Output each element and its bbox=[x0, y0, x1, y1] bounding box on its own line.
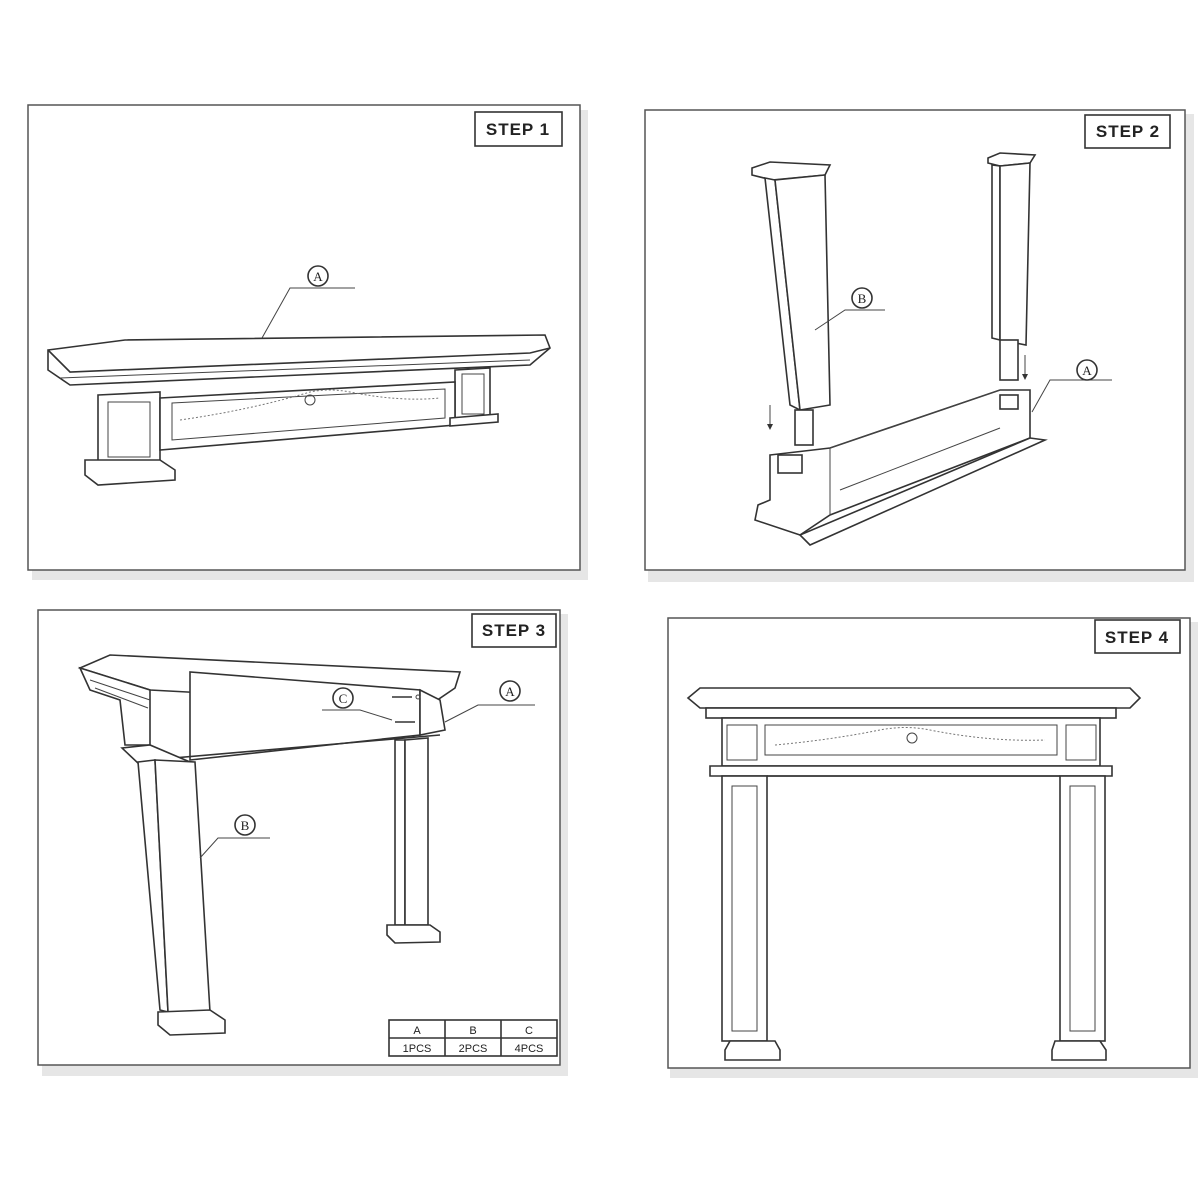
callout-a: A bbox=[505, 684, 515, 699]
step-label-box bbox=[1084, 114, 1171, 149]
parts-header-a: A bbox=[413, 1025, 421, 1037]
parts-table: A B C 1PCS 2PCS 4PCS bbox=[388, 1019, 558, 1057]
callout-c: C bbox=[339, 691, 348, 706]
step-2-panel: STEP 2 B A bbox=[644, 109, 1186, 571]
step-4-label: STEP 4 bbox=[1105, 628, 1169, 647]
parts-header-b: B bbox=[469, 1025, 476, 1037]
step-label-box bbox=[1094, 619, 1181, 654]
callout-b: B bbox=[241, 818, 250, 833]
step-3-label: STEP 3 bbox=[482, 621, 546, 640]
step-label-box bbox=[471, 613, 557, 648]
parts-qty-c: 4PCS bbox=[515, 1043, 544, 1055]
callout-a: A bbox=[313, 269, 323, 284]
step-1-panel: STEP 1 A bbox=[27, 104, 581, 571]
parts-qty-a: 1PCS bbox=[403, 1043, 432, 1055]
step-4-panel: STEP 4 bbox=[667, 617, 1191, 1069]
parts-qty-b: 2PCS bbox=[459, 1043, 488, 1055]
step-label-box bbox=[474, 111, 563, 147]
step-3-panel: STEP 3 C A B bbox=[37, 609, 561, 1066]
step-1-label: STEP 1 bbox=[486, 120, 550, 139]
callout-a: A bbox=[1082, 363, 1092, 378]
step-2-label: STEP 2 bbox=[1096, 122, 1160, 141]
callout-b: B bbox=[858, 291, 867, 306]
parts-header-c: C bbox=[525, 1025, 533, 1037]
